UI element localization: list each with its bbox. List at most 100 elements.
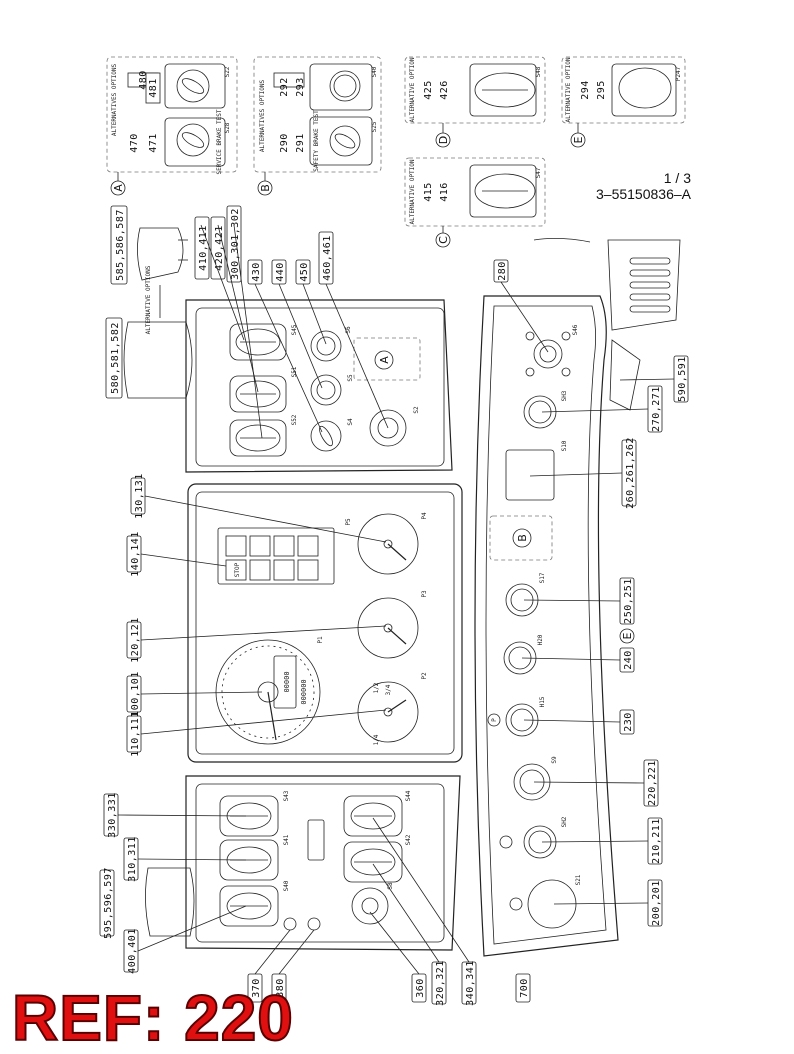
- diagram-frame: [307, 819, 325, 861]
- diagram-outline: [123, 321, 193, 399]
- diagram-label: 210,211: [651, 818, 662, 864]
- leader-line: [372, 863, 440, 963]
- diagram-switch-face: [474, 173, 536, 209]
- diagram-label: 3/4: [385, 684, 392, 695]
- leader-line: [387, 627, 407, 645]
- upper-switch-panel: A S45 S51 S52 S4 S5 S6 S2: [185, 224, 453, 473]
- diagram-frame: [489, 515, 553, 561]
- diagram-dial: [176, 69, 210, 103]
- diagram-dial: [351, 887, 389, 925]
- diagram-label: 290: [279, 133, 290, 153]
- diagram-label: 330,331: [107, 792, 118, 838]
- diagram-label: 295: [596, 80, 607, 100]
- leader-line: [217, 224, 259, 393]
- drawing-number: 3–55150836–A: [596, 186, 691, 202]
- leader-line: [278, 929, 315, 975]
- diagram-label: 280: [497, 261, 508, 281]
- diagram-dial: [374, 350, 394, 370]
- diagram-dial: [570, 132, 586, 148]
- diagram-dial: [487, 713, 501, 727]
- diagram-frame: [145, 72, 161, 104]
- lower-switch-panel: S43 S41 S40 S44 S42 S8 330,331 310,311 5…: [99, 775, 531, 1006]
- diagram-label: S40: [371, 66, 378, 77]
- diagram-label: 220,221: [647, 760, 658, 806]
- diagram-label: ALTERNATIVE OPTION: [409, 57, 416, 122]
- diagram-label: 430: [251, 262, 262, 282]
- diagram-label: S17: [539, 572, 546, 583]
- diagram-label: 360: [415, 978, 426, 998]
- diagram-dial: [257, 180, 273, 196]
- diagram-label: S52: [291, 414, 298, 425]
- diagram-label: 293: [295, 77, 306, 97]
- diagram-label: 460,461: [322, 235, 333, 281]
- leader-line: [500, 281, 549, 353]
- leader-line: [387, 543, 407, 561]
- diagram-dial: [361, 897, 379, 915]
- leader-line: [325, 283, 389, 429]
- leader-line: [553, 902, 649, 905]
- diagram-frame: [187, 483, 463, 763]
- leader-line: [140, 625, 387, 641]
- diagram-frame: [249, 559, 271, 581]
- diagram-dial: [307, 917, 321, 931]
- diagram-switch-face: [181, 132, 205, 148]
- drawing-reference: 1 / 3 3–55150836–A: [583, 170, 691, 202]
- leader-line: [278, 283, 323, 389]
- diagram-frame: [297, 559, 319, 581]
- diagram-label: P247: [675, 66, 682, 81]
- diagram-dial: [316, 336, 336, 356]
- diagram-dial: [383, 623, 393, 633]
- diagram-label: SERVICE BRAKE TEST: [216, 109, 223, 174]
- diagram-label: 410,411: [198, 225, 209, 271]
- diagram-label: 380: [275, 978, 286, 998]
- diagram-label: 416: [439, 182, 450, 202]
- diagram-label: STOP: [234, 562, 241, 577]
- diagram-label: 595,596,597: [103, 867, 114, 939]
- option-box-d: ALTERNATIVE OPTION 425 426 S48 D: [404, 56, 546, 148]
- diagram-frame: [225, 535, 247, 557]
- diagram-frame: [629, 281, 671, 289]
- diagram-label: 230: [623, 712, 634, 732]
- diagram-frame: [273, 535, 295, 557]
- warning-lights-panel: [217, 527, 335, 585]
- diagram-label: 260,261,262: [625, 437, 636, 509]
- diagram-dial: [329, 70, 361, 102]
- diagram-frame: [229, 375, 287, 413]
- diagram-label: 292: [279, 77, 290, 97]
- diagram-dial: [333, 74, 357, 98]
- diagram-label: 340,341: [465, 960, 476, 1006]
- option-box-a: ALTERNATIVES OPTIONS 480 481 470 471 S22…: [106, 56, 238, 196]
- leader-line: [254, 929, 291, 975]
- diagram-label: B: [516, 534, 529, 542]
- diagram-frame: [253, 56, 382, 173]
- diagram-switch-face: [235, 328, 281, 356]
- diagram-label: 270,271: [651, 386, 662, 432]
- leader-line: [137, 905, 247, 952]
- diagram-label: 100,101: [130, 671, 141, 717]
- leader-line: [523, 599, 621, 602]
- leader-line: [144, 495, 387, 543]
- diagram-label: 300,301,302: [230, 208, 241, 280]
- diagram-label: 200,201: [651, 880, 662, 926]
- diagram-dial: [499, 835, 513, 849]
- diagram-label: C: [437, 236, 450, 244]
- diagram-label: S6: [345, 326, 352, 334]
- diagram-label: ALTERNATIVES OPTIONS: [259, 79, 266, 152]
- diagram-label: S25: [371, 121, 378, 132]
- diagram-frame: [229, 323, 287, 361]
- diagram-dial: [561, 331, 571, 341]
- diagram-frame: [219, 885, 279, 927]
- diagram-label: S44: [405, 790, 412, 801]
- diagram-label: 1/4: [373, 734, 380, 745]
- diagram-label: S41: [283, 834, 290, 845]
- diagram-label: ALTERNATIVES OPTIONS: [111, 63, 118, 136]
- label-470: 470: [129, 133, 140, 153]
- diagram-dial: [619, 628, 635, 644]
- diagram-label: S9: [551, 756, 558, 764]
- diagram-frame: [273, 72, 305, 88]
- leader-line: [200, 224, 245, 341]
- diagram-dial: [512, 528, 532, 548]
- diagram-dial: [369, 409, 407, 447]
- diagram-switch-face: [350, 802, 396, 830]
- option-box-e: ALTERNATIVE OPTION 294 295 P247 E: [561, 56, 686, 148]
